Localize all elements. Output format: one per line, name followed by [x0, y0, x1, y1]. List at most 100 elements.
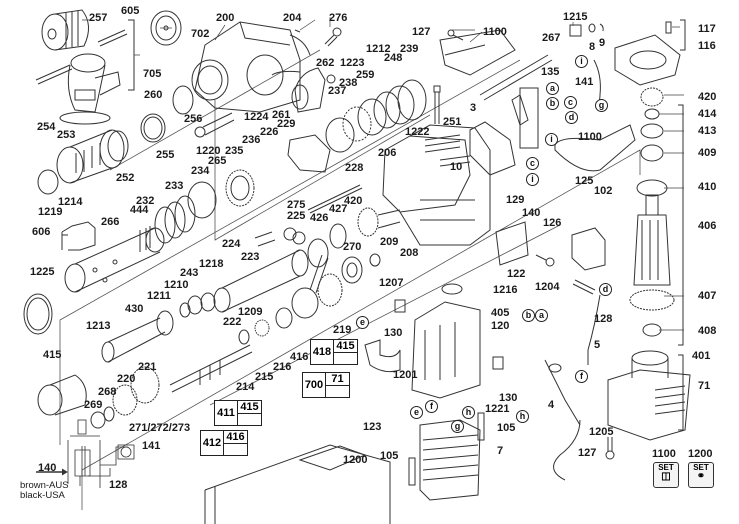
- part-8-ring: [588, 23, 596, 33]
- wiring-label-128: 128: [109, 479, 128, 491]
- label-1223: 1223: [340, 57, 365, 69]
- set-badge-1100: SET ◫: [653, 462, 679, 488]
- part-204-clip: [289, 29, 311, 56]
- label-128-main: 5: [594, 339, 601, 351]
- connector-h-b: h: [516, 410, 529, 423]
- label-248: 248: [384, 52, 403, 64]
- set-text: SET: [693, 463, 709, 472]
- part-200-gear-housing: [191, 21, 301, 113]
- label-406: 406: [698, 220, 717, 232]
- part-116-cover: [614, 34, 681, 86]
- label-1210: 1210: [164, 279, 189, 291]
- part-260-ring: [140, 113, 166, 143]
- label-269: 269: [84, 399, 103, 411]
- connector-a-b: a: [535, 309, 548, 322]
- label-221: 221: [138, 361, 157, 373]
- label-4: 1205: [589, 426, 614, 438]
- part-606-adapter: [61, 221, 96, 251]
- label-1212: 1212: [366, 43, 391, 55]
- label-413: 413: [698, 125, 717, 137]
- part-444-spindle: [64, 226, 165, 293]
- wiring-label-140: 140: [38, 462, 57, 474]
- label-102: 122: [507, 268, 526, 280]
- label-1100-grip: 1100: [578, 131, 602, 143]
- label-set-1100: 1100: [652, 448, 676, 460]
- label-252: 252: [116, 172, 135, 184]
- label-105: 7: [497, 445, 504, 457]
- part-405-field-housing: [411, 301, 481, 399]
- part-206-motor-housing: [382, 124, 491, 246]
- part-128-wire: [587, 294, 601, 365]
- wiring-schematic: [36, 419, 135, 488]
- label-set-1200: 1200: [688, 448, 713, 460]
- part-102-plate: [495, 221, 529, 266]
- kit-box-418-415: 418 415: [310, 339, 358, 365]
- label-216: 216: [273, 361, 292, 373]
- part-228-rod: [307, 184, 363, 214]
- label-409: 409: [698, 147, 717, 159]
- connector-b: b: [546, 97, 559, 110]
- part-243-ring: [200, 292, 216, 312]
- label-209: 208: [400, 247, 419, 259]
- label-1225: 1225: [30, 266, 55, 278]
- label-253: 253: [57, 129, 76, 141]
- part-220-gear: [112, 384, 138, 416]
- kit-box-left: 411: [215, 401, 238, 425]
- label-220: 220: [117, 373, 136, 385]
- label-9: 9: [599, 37, 606, 49]
- label-120-a: 130: [384, 327, 403, 339]
- kit-box-left: 418: [311, 340, 334, 364]
- label-210: 270: [343, 241, 362, 253]
- label-410: 410: [698, 181, 717, 193]
- connector-g-a: g: [595, 99, 608, 112]
- label-407: 407: [698, 290, 717, 302]
- part-5-cable: [544, 359, 581, 481]
- label-239: 239: [400, 43, 419, 55]
- label-7: 128: [594, 313, 613, 325]
- label-1211: 1211: [147, 290, 171, 302]
- label-206: 1222: [405, 126, 430, 138]
- label-408: 408: [698, 325, 717, 337]
- kit-box-right: 71: [331, 373, 344, 385]
- label-215: 215: [255, 371, 274, 383]
- part-208-ring: [369, 253, 381, 267]
- label-414: 414: [698, 108, 717, 120]
- label-267: 267: [542, 32, 561, 44]
- part-233-springs: [154, 181, 217, 244]
- part-1225-ring: [23, 293, 53, 335]
- label-257: 257: [89, 12, 108, 24]
- part-253-tool-holder: [56, 129, 129, 184]
- connector-c: c: [564, 96, 577, 109]
- label-401: 71: [698, 380, 711, 392]
- part-117-pin: [665, 21, 672, 34]
- label-1216: 405: [491, 307, 510, 319]
- label-259: 259: [356, 69, 375, 81]
- label-266: 266: [101, 216, 120, 228]
- label-3: 129: [506, 194, 525, 206]
- connector-i-b: i: [526, 173, 539, 186]
- label-236: 236: [242, 134, 261, 146]
- label-141-top: 141: [575, 76, 594, 88]
- label-127: 127: [412, 26, 431, 38]
- label-271-272-273: 271/272/273: [129, 422, 191, 434]
- kit-box-left: 412: [201, 431, 224, 455]
- kit-box-700-71: 700 71: [302, 372, 350, 398]
- label-261: 261: [272, 109, 291, 121]
- part-223-cylinder: [213, 249, 309, 313]
- label-415-left: 415: [43, 349, 62, 361]
- label-1224: 1224: [244, 111, 269, 123]
- label-120-b: 130: [499, 392, 518, 404]
- part-420-pinion: [357, 207, 401, 237]
- label-123-b: 105: [380, 450, 399, 462]
- label-705: 705: [143, 68, 162, 80]
- set-text: SET: [658, 463, 674, 472]
- part-224-pin: [254, 231, 276, 247]
- part-426-ring: [307, 238, 329, 268]
- label-238: 238: [339, 77, 358, 89]
- label-255: 255: [156, 149, 175, 161]
- label-235: 235: [225, 145, 244, 157]
- label-268: 268: [98, 386, 117, 398]
- label-208: 1207: [379, 277, 404, 289]
- part-9-clip: [599, 23, 604, 32]
